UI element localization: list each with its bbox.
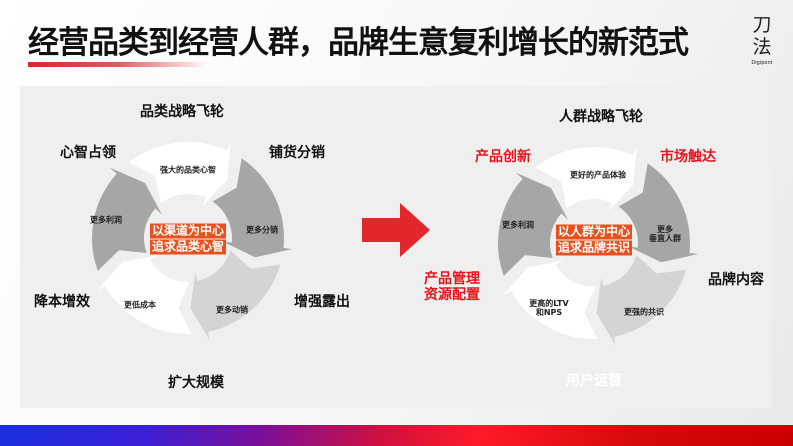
flywheel-segment [596,255,687,346]
brand-logo: 刀 法 Digipont [748,14,776,66]
flywheel-segment [128,142,231,207]
label-cost-reduction: 降本增效 [34,293,90,310]
label-product-management: 产品管理 资源配置 [424,271,480,303]
segment-label: 更多利润 [90,215,122,225]
logo-char: 法 [752,36,772,58]
segment-label: 更高的LTV 和NPS [529,299,568,317]
segment-label: 更多动销 [216,305,248,315]
flywheel-segment [190,250,281,341]
label-line: 垂直人群 [649,234,681,243]
segment-label: 更多 垂直人群 [649,225,681,243]
logo-char: 刀 [752,14,772,36]
center-line: 以渠道为中心 [149,223,227,239]
label-line: 和NPS [535,308,563,317]
segment-label: 更多利润 [502,220,534,230]
flywheel-segment [498,172,568,276]
flywheel-segment [534,147,637,212]
segment-label: 更低成本 [124,300,156,310]
footer-gradient-bar [0,425,793,446]
label-distribution: 铺货分销 [269,144,325,161]
label-line: 更多 [657,224,673,234]
label-line: 资源配置 [424,287,480,303]
flywheel-segment [503,260,598,340]
label-mind-share: 心智占领 [60,144,116,161]
label-user-operation: 用户运营 [566,372,622,389]
flywheel-segment [618,163,699,263]
center-line: 追求品牌共识 [555,240,633,256]
center-line: 追求品类心智 [149,239,227,255]
label-exposure: 增强露出 [294,293,350,310]
segment-label: 更强的共识 [624,307,664,317]
segment-label: 更好的产品体验 [570,170,626,180]
label-product-innovation: 产品创新 [475,148,531,165]
left-center-label: 以渠道为中心 追求品类心智 [149,223,227,256]
segment-label: 强大的品类心智 [160,165,216,175]
flywheel-segment [212,158,293,258]
label-line: 更高的LTV [529,298,569,308]
label-line: 产品管理 [424,270,480,287]
segment-label: 更多分销 [246,225,278,235]
crowd-flywheel [498,147,699,346]
label-market-reach: 市场触达 [660,148,716,165]
center-line: 以人群为中心 [555,224,633,240]
label-scale: 扩大规模 [168,374,224,391]
title-underline [28,62,208,67]
right-flywheel-title: 人群战略飞轮 [559,108,643,125]
category-flywheel [92,142,293,341]
right-center-label: 以人群为中心 追求品牌共识 [555,224,633,257]
label-brand-content: 品牌内容 [708,271,764,288]
logo-subtitle: Digipont [751,60,773,66]
flywheel-segment [97,255,192,334]
left-flywheel-title: 品类战略飞轮 [140,103,224,120]
page-title: 经营品类到经营人群，品牌生意复利增长的新范式 [28,25,689,61]
right-arrow-icon [362,203,430,257]
flywheel-segment [92,167,162,271]
